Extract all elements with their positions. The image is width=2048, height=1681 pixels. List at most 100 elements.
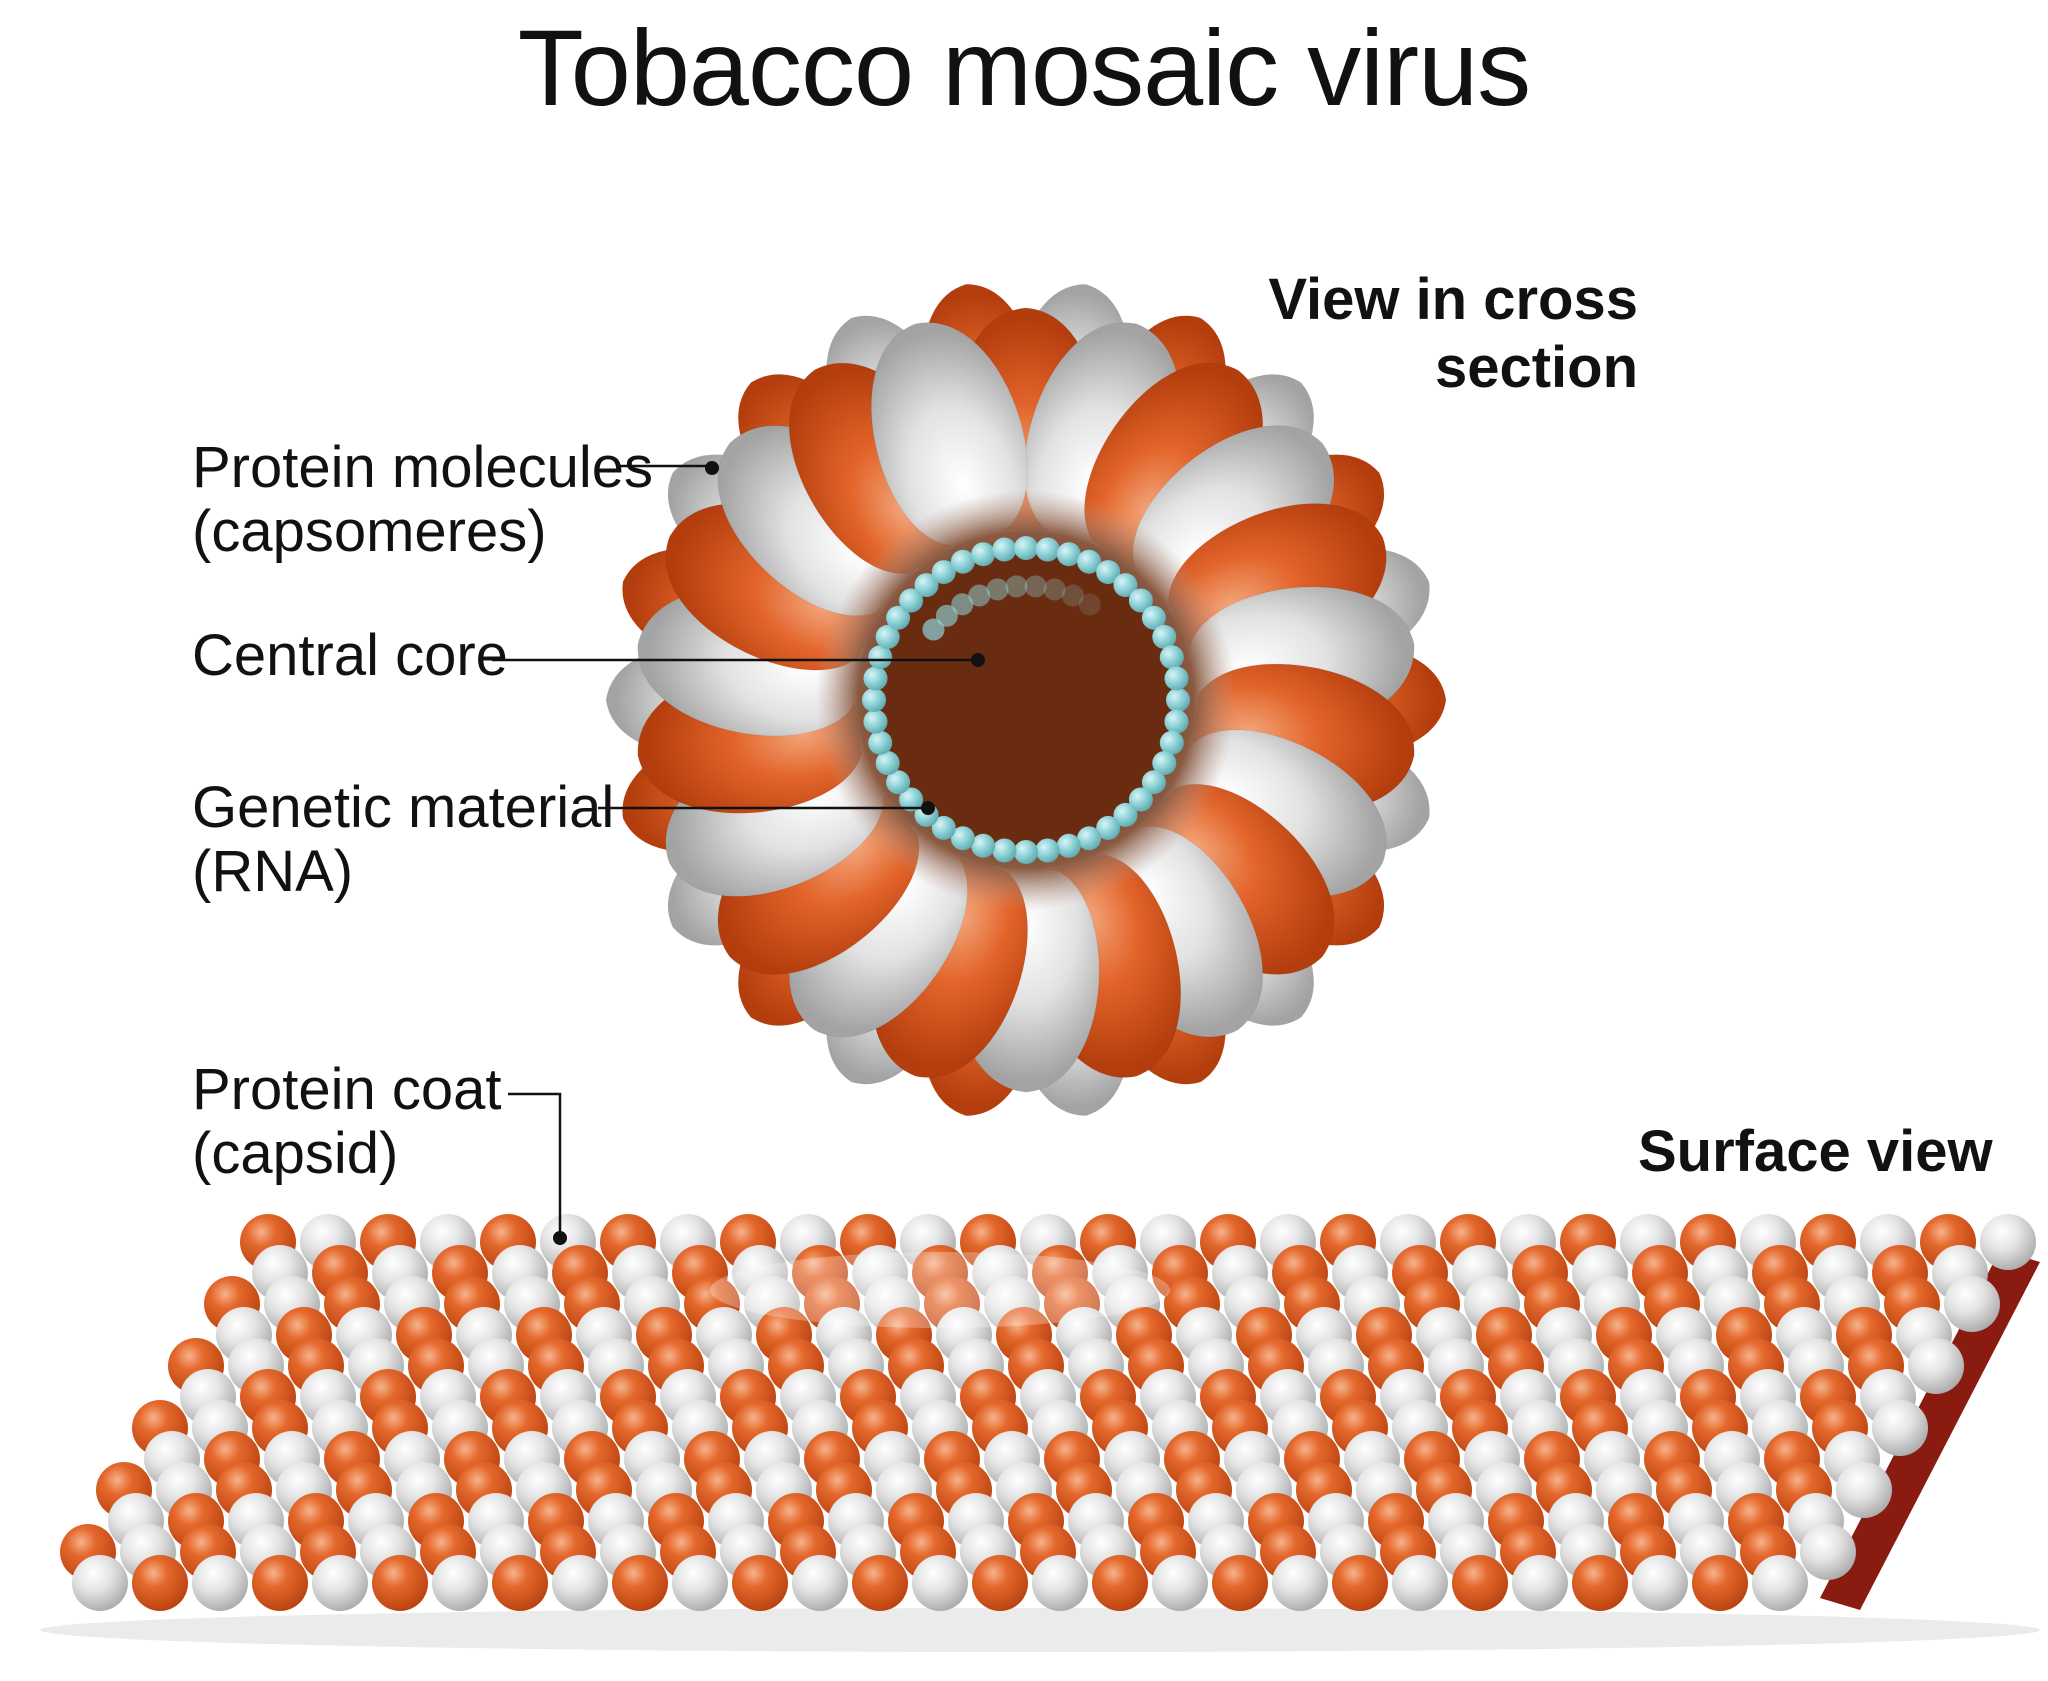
capsomere-bead [1752, 1555, 1808, 1611]
leader-protein-coat [508, 1092, 562, 1236]
capsomere-bead [1092, 1555, 1148, 1611]
rna-bead [1164, 709, 1189, 734]
protein-molecules-label-line2: (capsomeres) [192, 499, 547, 564]
rna-bead [1035, 838, 1060, 863]
capsomere-bead [792, 1555, 848, 1611]
rna-bead [950, 549, 975, 574]
rod-highlight [710, 1252, 1170, 1328]
protein-molecules-label: Protein molecules (capsomeres) [192, 436, 653, 564]
capsomere-bead [192, 1555, 248, 1611]
genetic-material-label-line2: (RNA) [192, 839, 354, 904]
rna-bead [992, 838, 1017, 863]
rna-bead [886, 770, 911, 795]
capsomere-bead [432, 1555, 488, 1611]
capsomere-bead [732, 1555, 788, 1611]
cross-section-heading: View in cross section [1268, 266, 1638, 402]
protein-coat-label: Protein coat (capsid) [192, 1058, 502, 1186]
leader-dot-protein-coat [553, 1231, 567, 1245]
capsomere-bead [492, 1555, 548, 1611]
rod-shadow [40, 1608, 2040, 1652]
leader-dot-genetic-material [921, 801, 935, 815]
rna-bead [875, 751, 900, 776]
capsomere-bead [252, 1555, 308, 1611]
rna-bead [914, 573, 939, 598]
rna-bead-faded [1061, 584, 1084, 607]
capsomere-bead [72, 1555, 128, 1611]
rna-bead-faded [986, 578, 1009, 601]
rna-bead [1164, 666, 1189, 691]
rna-bead [1152, 624, 1177, 649]
rna-bead [899, 787, 924, 812]
protein-molecules-label-line1: Protein molecules [192, 435, 653, 500]
rna-bead-faded [1043, 578, 1066, 601]
rna-bead-faded [1024, 575, 1047, 598]
rna-bead [950, 826, 975, 851]
rna-bead-faded [935, 604, 958, 627]
rna-bead-faded [968, 584, 991, 607]
rna-bead [1077, 826, 1102, 851]
rna-bead [1056, 542, 1081, 567]
capsid-beads [60, 1214, 2036, 1611]
protein-coat-label-line2: (capsid) [192, 1121, 399, 1186]
surface-view-heading: Surface view [1638, 1119, 1993, 1184]
diagram-title: Tobacco mosaic virus [517, 7, 1531, 128]
cross-section-heading-line1: View in cross [1268, 267, 1638, 332]
rna-bead [971, 833, 996, 858]
rna-bead [1113, 802, 1138, 827]
rna-bead-faded [922, 618, 945, 641]
leader-dot-protein-molecules [705, 461, 719, 475]
rna-bead [1128, 787, 1153, 812]
rna-bead [1152, 751, 1177, 776]
rna-bead [1141, 605, 1166, 630]
rna-bead [1166, 688, 1190, 712]
capsomere-bead [1836, 1462, 1892, 1518]
rna-bead [1056, 833, 1081, 858]
rna-bead-faded [951, 593, 974, 616]
capsomere-bead [1152, 1555, 1208, 1611]
genetic-material-label-line1: Genetic material [192, 775, 615, 840]
capsomere-bead [1980, 1214, 2036, 1270]
capsomere-bead [1632, 1555, 1688, 1611]
capsomere-bead [1512, 1555, 1568, 1611]
capsomere-bead [1872, 1400, 1928, 1456]
capsomere-bead [1800, 1524, 1856, 1580]
capsomere-bead [1572, 1555, 1628, 1611]
rna-bead [863, 709, 888, 734]
capsomere-bead [1692, 1555, 1748, 1611]
capsomere-bead [1944, 1276, 2000, 1332]
rna-bead [862, 688, 886, 712]
capsomere-bead [372, 1555, 428, 1611]
rna-bead-faded [1078, 593, 1101, 616]
rna-bead [1159, 645, 1184, 670]
capsomere-bead [1032, 1555, 1088, 1611]
genetic-material-label: Genetic material (RNA) [192, 776, 614, 904]
rna-bead [1141, 770, 1166, 795]
rna-bead [875, 624, 900, 649]
rna-bead [1096, 560, 1121, 585]
capsomere [870, 322, 1029, 546]
capsomere-bead [552, 1555, 608, 1611]
capsomere-bead [1908, 1338, 1964, 1394]
rna-bead [992, 537, 1017, 562]
rna-bead [863, 666, 888, 691]
capsomere-bead [1272, 1555, 1328, 1611]
rna-bead [1014, 840, 1038, 864]
capsomere-bead [312, 1555, 368, 1611]
leader-dot-central-core [971, 653, 985, 667]
capsomere-bead [612, 1555, 668, 1611]
rna-bead [1035, 537, 1060, 562]
rna-bead [931, 815, 956, 840]
rna-bead [971, 542, 996, 567]
rna-strand [862, 536, 1190, 864]
capsomere-bead [972, 1555, 1028, 1611]
cross-section-heading-line2: section [1434, 335, 1638, 400]
rna-bead [899, 588, 924, 613]
rna-bead [868, 645, 893, 670]
capsomere-bead [1452, 1555, 1508, 1611]
surface-view-rod [40, 1214, 2040, 1652]
rna-bead [1096, 815, 1121, 840]
capsomere-bead [1212, 1555, 1268, 1611]
rna-bead [1128, 588, 1153, 613]
